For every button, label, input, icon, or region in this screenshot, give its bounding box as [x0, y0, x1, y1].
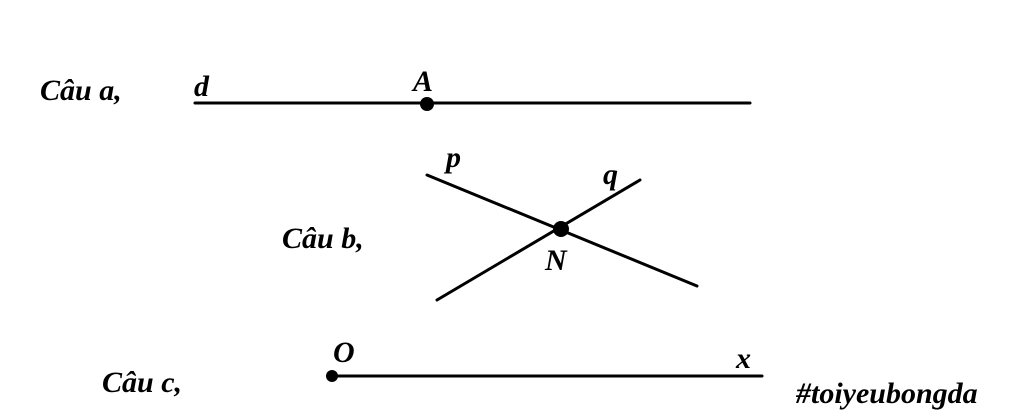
part-b: Câu b, p q N	[282, 141, 699, 302]
line-p-label: p	[443, 141, 461, 174]
part-a: Câu a, d A	[40, 65, 752, 111]
line-q-label: q	[603, 158, 618, 191]
point-n	[553, 221, 569, 237]
part-b-label: Câu b,	[282, 222, 364, 255]
ray-x-label: x	[735, 342, 751, 375]
point-o	[326, 370, 338, 382]
point-n-label: N	[544, 244, 568, 277]
point-a-label: A	[411, 65, 433, 98]
line-q	[435, 178, 642, 302]
point-o-label: O	[333, 336, 355, 369]
hashtag-text: #toiyeubongda	[795, 377, 978, 410]
point-a	[420, 97, 434, 111]
part-a-label: Câu a,	[40, 74, 122, 107]
line-d-label: d	[194, 70, 210, 103]
part-c-label: Câu c,	[102, 366, 182, 399]
part-c: Câu c, O x	[102, 336, 764, 399]
